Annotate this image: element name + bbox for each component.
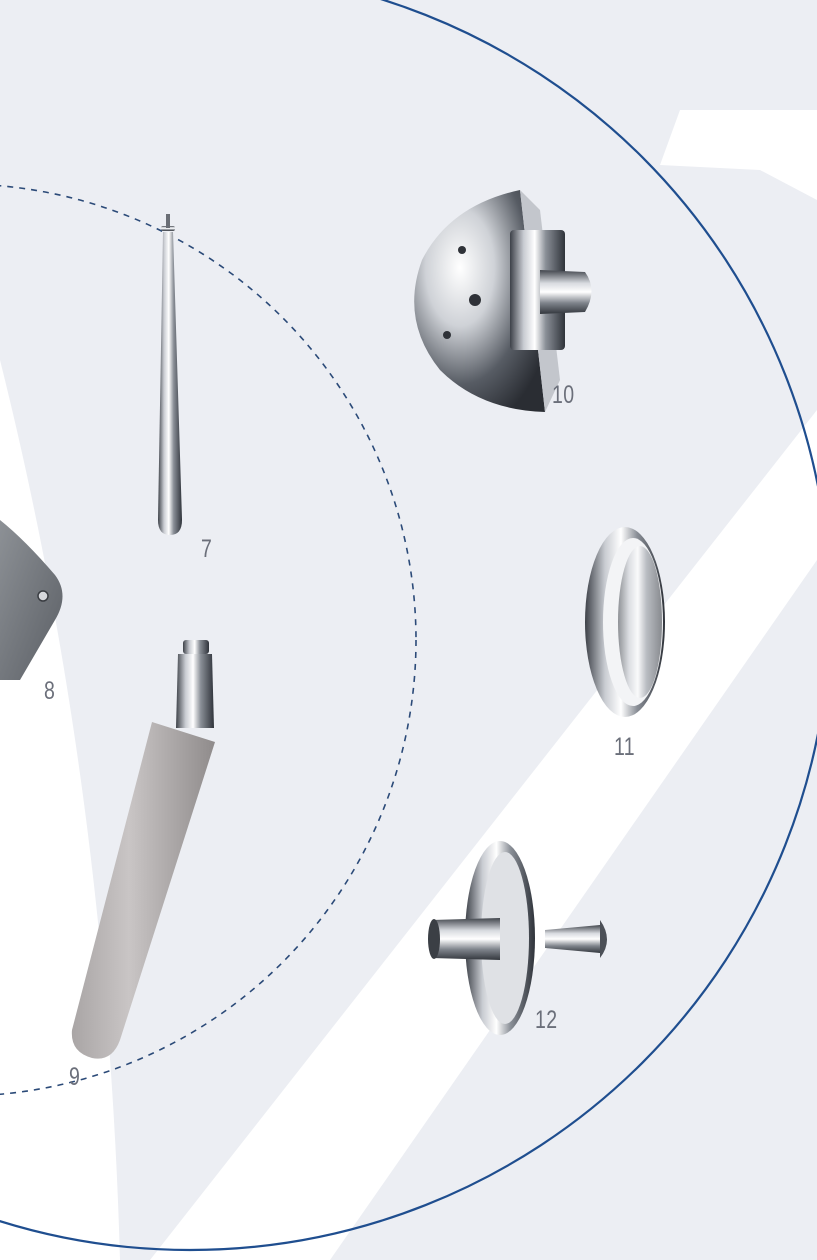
background-swoosh	[0, 110, 817, 1260]
component-label-10: 10	[552, 381, 575, 409]
porous-stem-icon	[71, 640, 215, 1059]
tapered-stem-icon	[158, 214, 182, 535]
liner-ring-icon	[585, 527, 665, 717]
component-label-7: 7	[201, 535, 213, 563]
glenosphere-icon	[414, 190, 592, 412]
textured-block-icon	[0, 520, 63, 680]
baseplate-screw-icon	[428, 841, 607, 1035]
component-label-12: 12	[535, 1006, 558, 1034]
dashed-arc	[0, 185, 417, 1095]
component-label-11: 11	[614, 733, 636, 761]
component-label-9: 9	[69, 1063, 81, 1091]
component-label-8: 8	[44, 677, 56, 705]
